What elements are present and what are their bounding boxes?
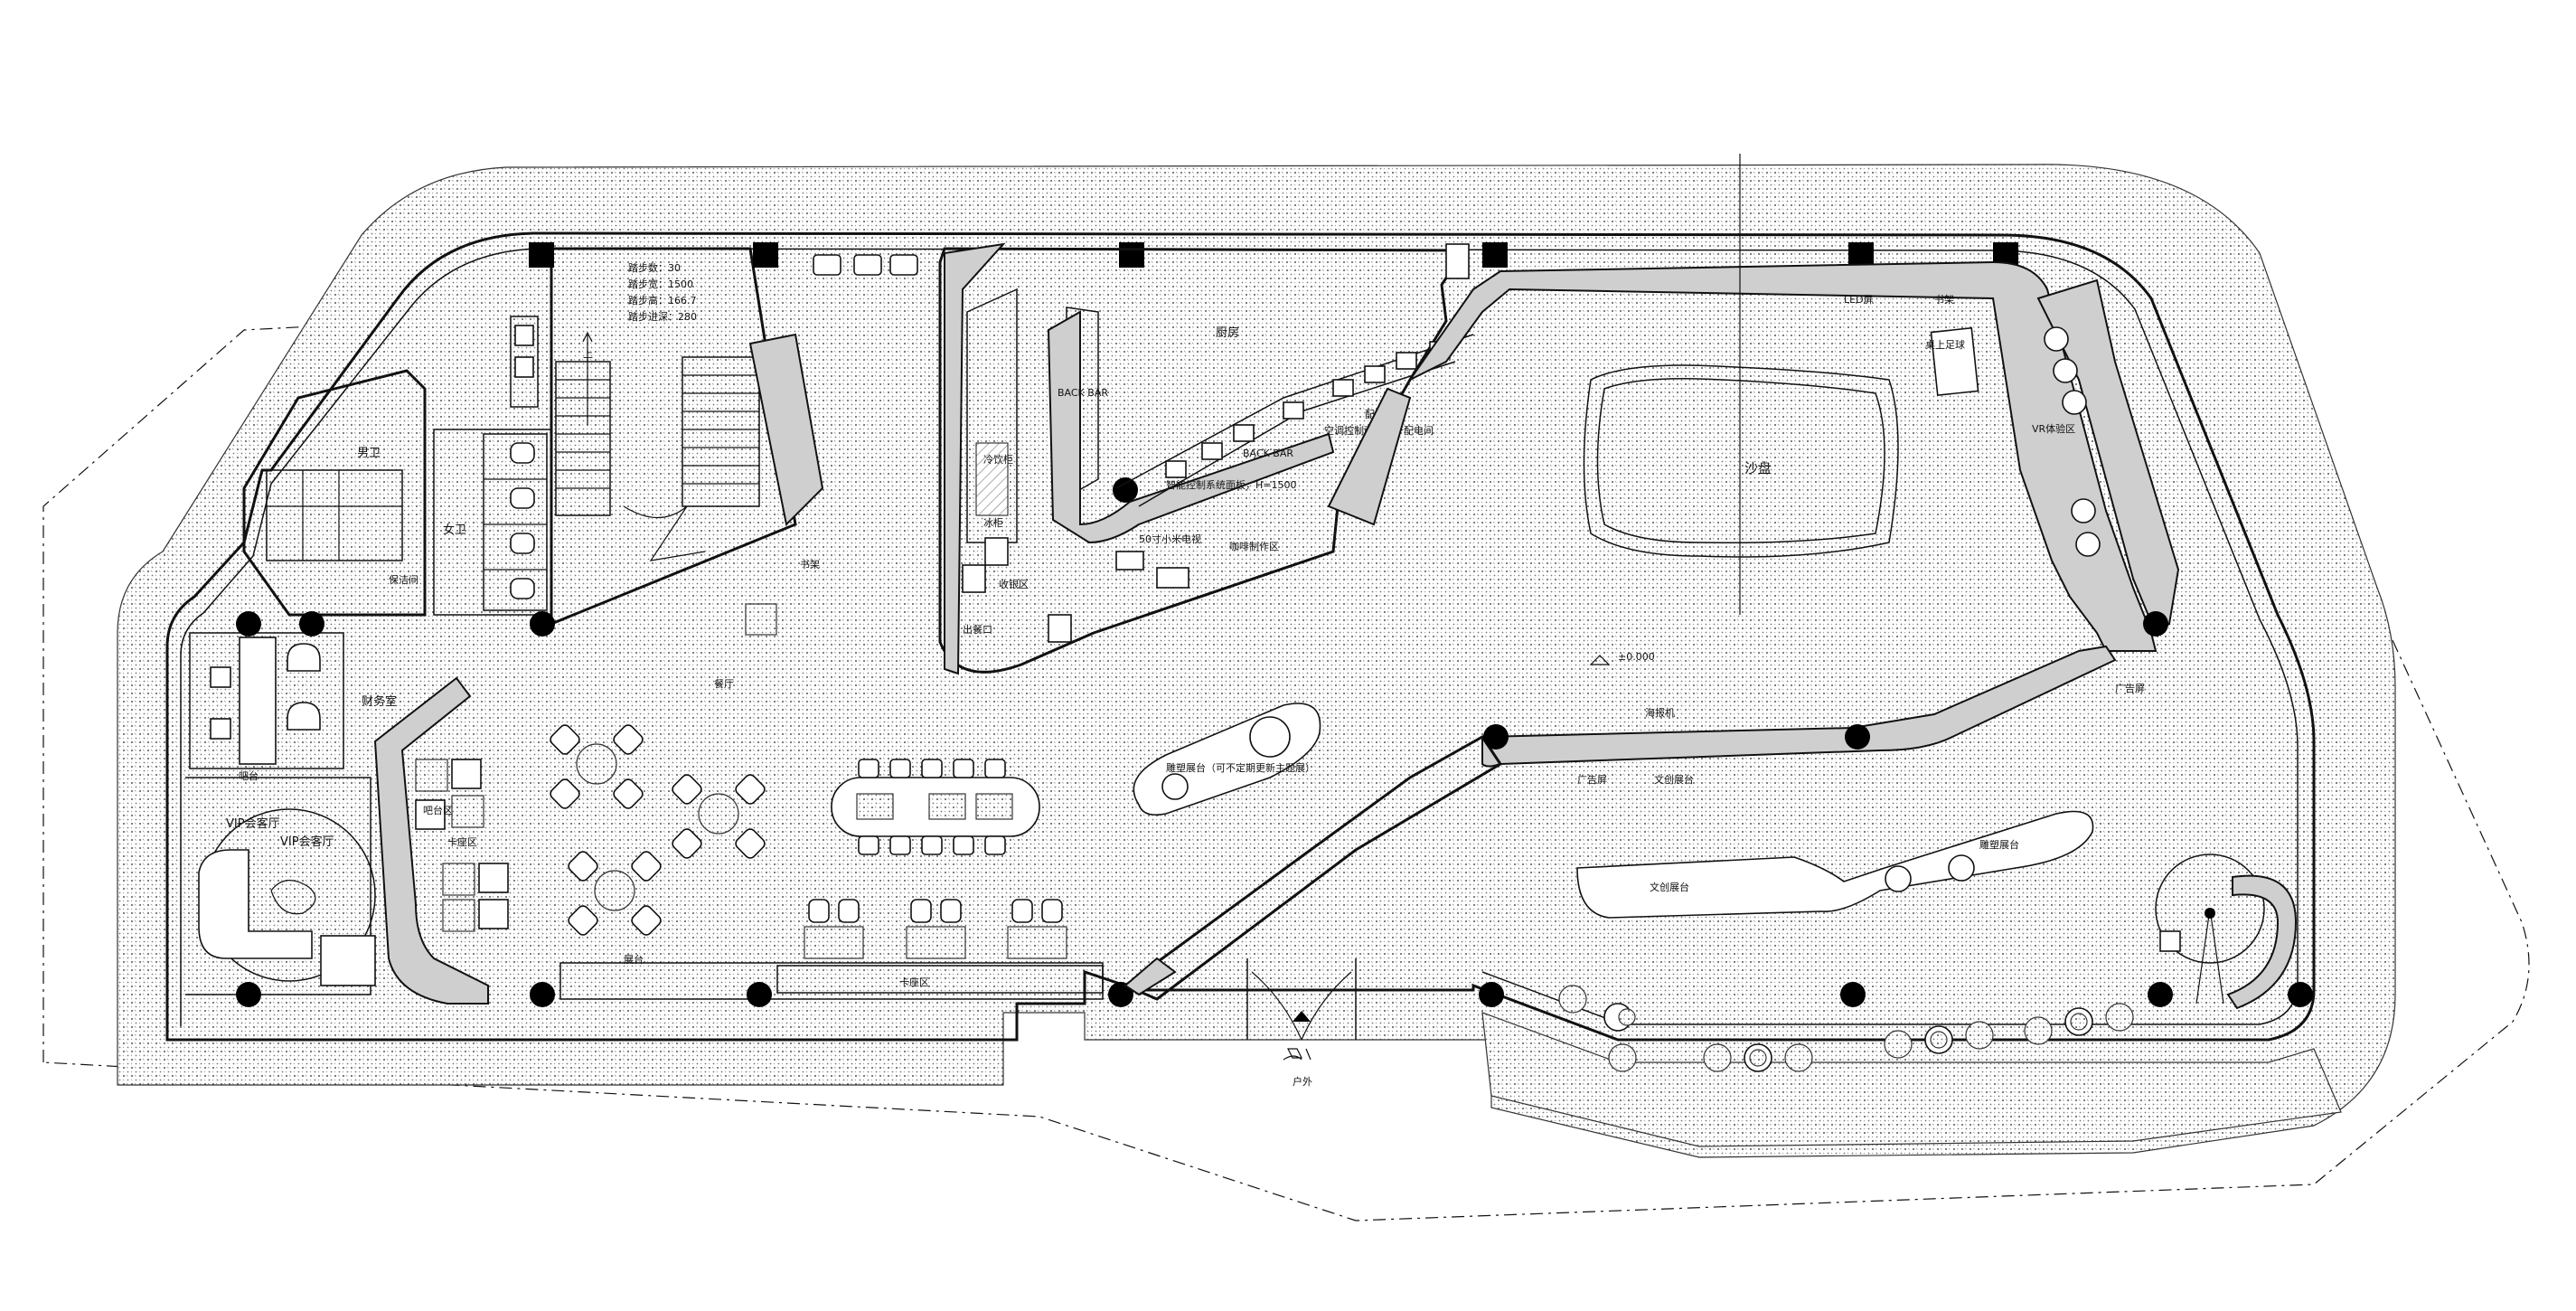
hall-divider — [1481, 645, 2117, 768]
label-finance-room: 财务室 — [362, 694, 397, 709]
left-block: 男卫 女卫 保洁间 上 踏步数：30 踏步宽：150 — [185, 247, 824, 995]
label-cleaning-room: 保洁间 — [389, 573, 418, 586]
label-female-toilet: 女卫 — [443, 523, 466, 537]
label-sandbox: 沙盘 — [1744, 460, 1772, 476]
label-poster-machine: 海报机 — [1645, 706, 1675, 719]
label-back-bar-2: BACK BAR — [1243, 448, 1293, 459]
round-table-group — [550, 724, 766, 936]
long-dining-table — [831, 759, 1040, 855]
outdoor-pots — [1558, 985, 2134, 1072]
planter-bottom — [1481, 1012, 2342, 1147]
label-culture-1: 文创展台 — [1654, 773, 1694, 786]
outer-wall — [180, 248, 2299, 1026]
label-culture-2: 文创展台 — [1650, 881, 1689, 893]
label-vip-lounge-2: VIP会客厅 — [280, 835, 334, 849]
stair-width: 踏步宽：1500 — [628, 278, 693, 290]
label-coffee: 咖啡制作区 — [1229, 540, 1279, 552]
label-cashier: 收银区 — [999, 578, 1029, 590]
right-hall-wall — [1409, 260, 2158, 652]
label-bookshelf-2: 书架 — [1934, 294, 1954, 306]
label-bar-left: 吧台区 — [423, 804, 453, 816]
stair-depth: 踏步进深：280 — [628, 310, 697, 323]
label-card-area-2: 卡座区 — [899, 976, 929, 988]
sandbox — [1583, 364, 1899, 558]
label-tv: 50寸小米电视 — [1139, 533, 1201, 545]
label-foosball: 桌上足球 — [1925, 338, 1965, 351]
label-sculpture-center: 雕塑展台（可不定期更新主题展） — [1166, 761, 1315, 774]
culture-display — [1576, 810, 2094, 919]
seating-wall — [373, 676, 489, 1004]
stair-steps: 踏步数：30 — [628, 261, 681, 274]
label-display: 展台 — [624, 953, 644, 966]
label-back-bar-1: BACK BAR — [1058, 387, 1108, 399]
staircase — [555, 331, 760, 561]
label-vr: VR体验区 — [2032, 422, 2075, 435]
label-entry: 吧台 — [239, 769, 259, 782]
label-outdoor: 户外 — [1293, 1075, 1312, 1088]
label-elevation: ±0.000 — [1618, 651, 1655, 663]
label-stair-up: 上 — [583, 348, 593, 360]
label-cold-cabinet: 冷饮柜 — [983, 454, 1013, 466]
label-male-toilet: 男卫 — [357, 447, 381, 460]
booth-seats — [415, 759, 509, 932]
label-card-area-1: 卡座区 — [447, 835, 477, 848]
label-sculpture-right: 雕塑展台 — [1979, 838, 2019, 851]
label-dining: 餐厅 — [714, 677, 734, 690]
label-smart-panel: 智能控制系统面板，H=1500 — [1166, 478, 1296, 491]
columns — [236, 242, 2313, 1007]
label-meal-outlet: 出餐口 — [963, 623, 992, 636]
label-ice-cabinet: 冰柜 — [983, 517, 1003, 529]
bench-seats — [804, 899, 1067, 959]
label-led: LED屏 — [1844, 294, 1874, 306]
label-ad-screen-2: 广告屏 — [1577, 774, 1607, 786]
label-ad-screen-1: 广告屏 — [2115, 683, 2145, 694]
label-bookshelf-1: 书架 — [800, 559, 820, 571]
label-kitchen: 厨房 — [1216, 325, 1239, 340]
stair-height: 踏步高：166.7 — [628, 294, 697, 307]
label-vip-lounge-1: VIP会客厅 — [226, 816, 280, 831]
